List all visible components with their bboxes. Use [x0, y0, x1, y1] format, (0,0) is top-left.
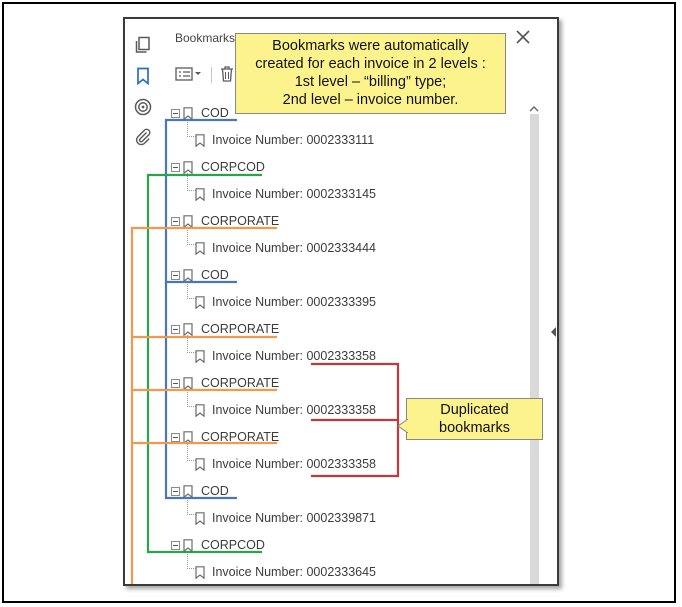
triangle-left-icon: [551, 327, 556, 337]
bookmark-label: Invoice Number: 0002333358: [212, 457, 377, 471]
panel-title: Bookmarks: [175, 31, 236, 45]
toolbar-separator: [211, 67, 212, 83]
bookmark-label: Invoice Number: 0002333395: [212, 295, 377, 309]
bookmark-level2[interactable]: Invoice Number: 0002333358: [195, 347, 376, 365]
bookmark-icon[interactable]: [133, 66, 153, 86]
collapse-panel-handle[interactable]: [550, 323, 557, 337]
bookmark-label: COD: [201, 268, 229, 282]
bookmark-level2[interactable]: Invoice Number: 0002333358: [195, 455, 376, 473]
outer-frame: [2, 2, 676, 603]
bookmark-icon: [183, 322, 193, 336]
bookmark-label: CORPORATE: [201, 430, 280, 444]
bookmark-label: CORPCOD: [201, 538, 265, 552]
bookmark-level1[interactable]: CORPCOD: [171, 536, 265, 554]
collapse-toggle[interactable]: [171, 432, 180, 442]
bookmark-label: CORPORATE: [201, 322, 280, 336]
callout-line: 2nd level – invoice number.: [282, 92, 459, 108]
bookmark-label: CORPORATE: [201, 214, 280, 228]
bookmark-label: Invoice Number: 0002333444: [212, 241, 377, 255]
bookmark-icon: [195, 133, 205, 147]
auto-bookmarks-callout: Bookmarks were automatically created for…: [235, 33, 506, 114]
callout-line: created for each invoice in 2 levels :: [255, 56, 486, 72]
collapse-toggle[interactable]: [171, 270, 180, 280]
collapse-toggle[interactable]: [171, 540, 180, 550]
duplicated-bookmarks-callout: Duplicated bookmarks: [398, 398, 543, 440]
bookmark-icon: [183, 430, 193, 444]
collapse-toggle[interactable]: [171, 378, 180, 388]
paperclip-icon[interactable]: [133, 127, 153, 147]
callout-pointer: [398, 419, 408, 433]
bookmark-label: Invoice Number: 0002333645: [212, 565, 377, 579]
callout-line: bookmarks: [439, 420, 510, 436]
bookmark-icon: [183, 160, 193, 174]
bookmark-label: Invoice Number: 0002333145: [212, 187, 377, 201]
bookmark-icon: [195, 511, 205, 525]
bookmark-level1[interactable]: COD: [171, 104, 229, 122]
bookmark-label: CORPCOD: [201, 160, 265, 174]
navigation-rail: [125, 19, 161, 584]
callout-line: 1st level – “billing” type;: [294, 74, 447, 90]
bookmark-icon: [195, 187, 205, 201]
bookmark-level1[interactable]: COD: [171, 266, 229, 284]
trash-icon: [221, 66, 233, 82]
options-menu-button[interactable]: [175, 63, 203, 85]
bookmark-level1[interactable]: COD: [171, 482, 229, 500]
bookmark-level2[interactable]: Invoice Number: 0002333395: [195, 293, 376, 311]
collapse-toggle[interactable]: [171, 216, 180, 226]
bookmark-level2[interactable]: Invoice Number: 0002333645: [195, 563, 376, 581]
bookmark-level2[interactable]: Invoice Number: 0002339871: [195, 509, 376, 527]
scrollbar-thumb[interactable]: [530, 114, 539, 584]
bookmark-level2[interactable]: Invoice Number: 0002333111: [195, 131, 374, 149]
bookmark-icon: [195, 457, 205, 471]
target-icon[interactable]: [133, 97, 153, 117]
bookmark-icon: [195, 565, 205, 579]
bookmark-icon: [183, 106, 193, 120]
collapse-toggle[interactable]: [171, 324, 180, 334]
bookmark-label: COD: [201, 484, 229, 498]
chevron-up-icon: [529, 106, 539, 112]
bookmark-icon: [183, 268, 193, 282]
bookmark-icon: [183, 484, 193, 498]
bookmark-icon: [183, 376, 193, 390]
pages-icon[interactable]: [133, 35, 153, 55]
bookmark-level2[interactable]: Invoice Number: 0002333444: [195, 239, 376, 257]
bookmark-level2[interactable]: Invoice Number: 0002333145: [195, 185, 376, 203]
delete-bookmark-button[interactable]: [219, 63, 235, 85]
callout-line: Bookmarks were automatically: [272, 38, 469, 54]
bookmark-icon: [195, 241, 205, 255]
bookmark-level1[interactable]: CORPCOD: [171, 158, 265, 176]
collapse-toggle[interactable]: [171, 486, 180, 496]
collapse-toggle[interactable]: [171, 162, 180, 172]
bookmark-icon: [183, 214, 193, 228]
scroll-up-arrow[interactable]: [528, 99, 540, 112]
bookmark-label: Invoice Number: 0002333111: [212, 133, 375, 147]
bookmark-icon: [195, 403, 205, 417]
bookmark-icon: [183, 538, 193, 552]
bookmark-icon: [195, 295, 205, 309]
bookmark-label: COD: [201, 106, 229, 120]
callout-line: Duplicated: [440, 402, 509, 418]
bookmark-label: Invoice Number: 0002333358: [212, 403, 377, 417]
bookmark-level2[interactable]: Invoice Number: 0002333358: [195, 401, 376, 419]
options-list-icon: [175, 67, 201, 81]
bookmark-icon: [195, 349, 205, 363]
collapse-toggle[interactable]: [171, 108, 180, 118]
bookmark-label: Invoice Number: 0002339871: [212, 511, 377, 525]
close-icon[interactable]: [513, 27, 533, 47]
bookmark-label: CORPORATE: [201, 376, 280, 390]
bookmark-label: Invoice Number: 0002333358: [212, 349, 377, 363]
